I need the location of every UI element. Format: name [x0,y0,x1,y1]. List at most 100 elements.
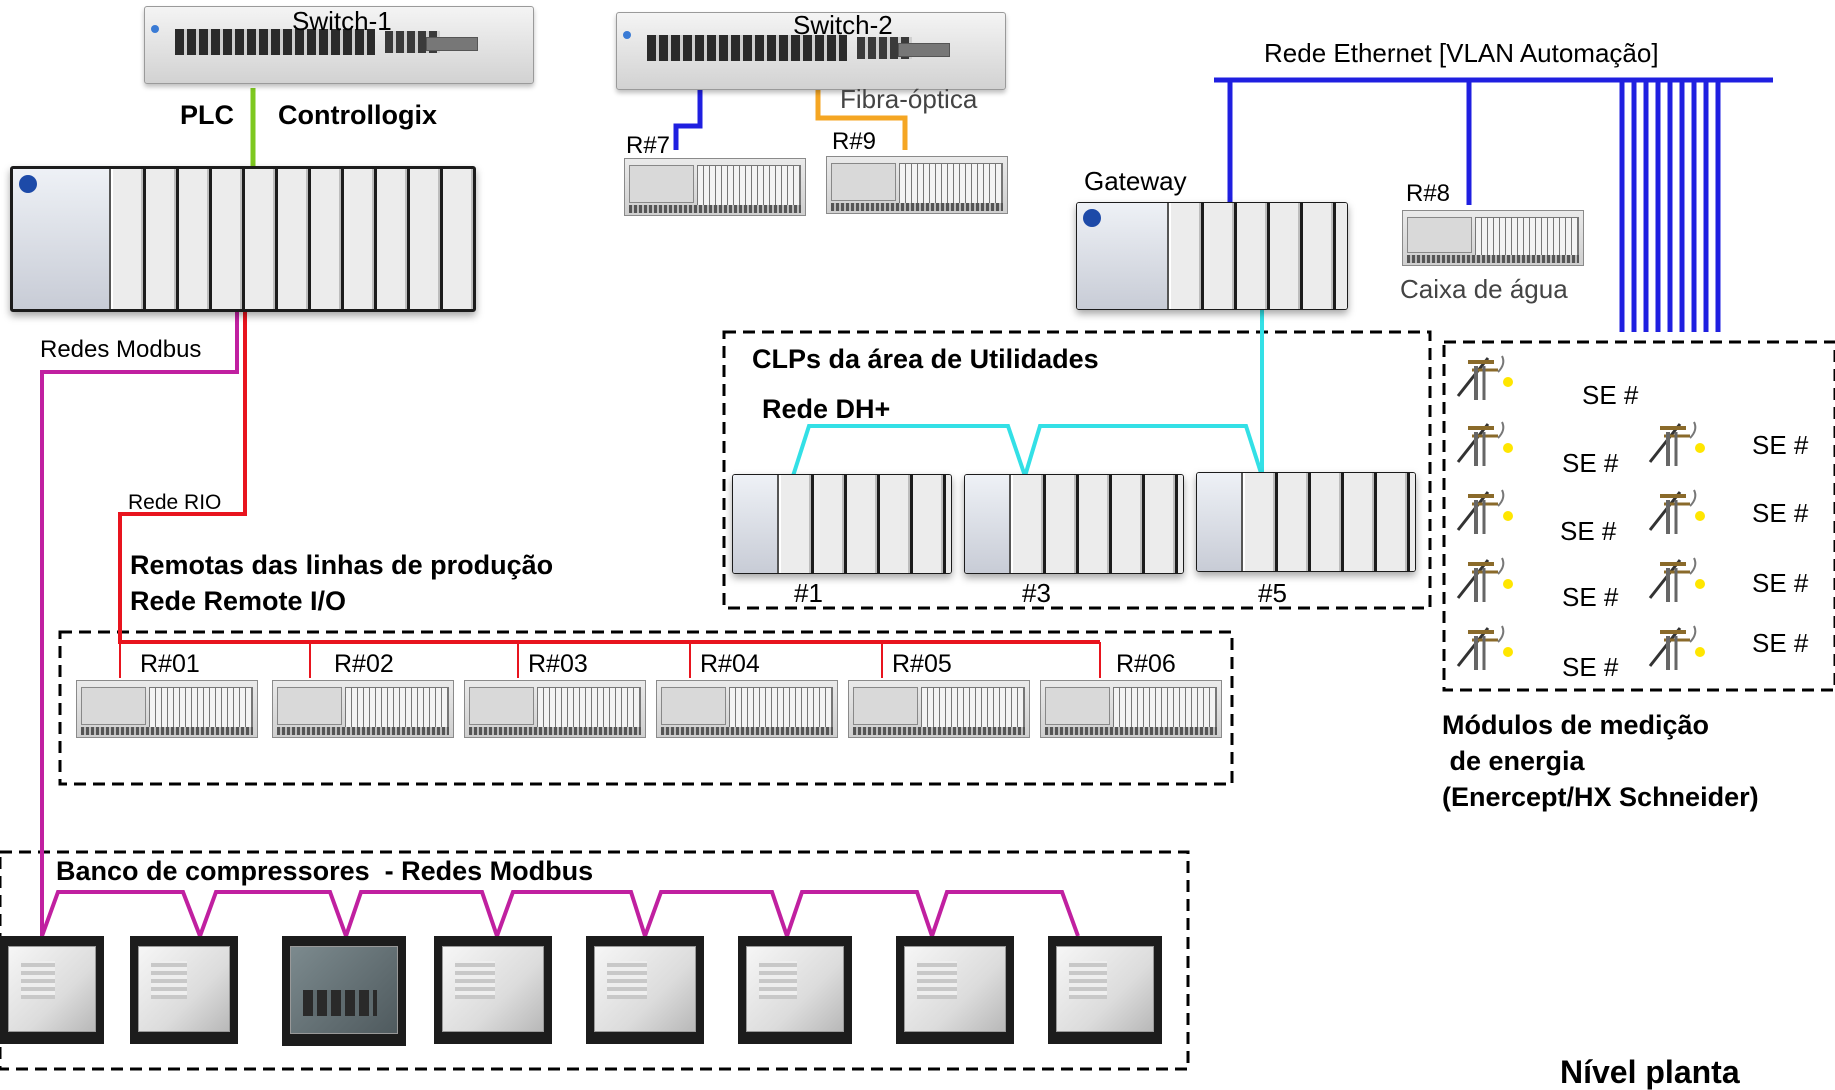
rack-power-supply [733,475,779,573]
r06-label: R#06 [1116,650,1176,678]
io-modules [1475,217,1579,257]
remote-adapter [277,687,342,725]
rack-power-supply [13,169,111,309]
terminal-base [1407,255,1579,263]
remote-r7 [624,158,806,216]
switch-2-label: Switch-2 [793,10,893,40]
status-led [623,31,631,39]
remote-adapter [469,687,534,725]
remotas-group-box [58,630,1234,786]
rack-slots [113,169,473,309]
remote-r01 [76,680,258,738]
terminal-base [469,727,641,735]
modbus-trunk [40,308,239,936]
terminal-base [629,205,801,213]
remote-adapter [853,687,918,725]
terminal-base [1045,727,1217,735]
switch-1 [144,6,534,84]
io-modules [899,163,1003,205]
remotas-subtitle: Rede Remote I/O [130,586,347,616]
rack-power-supply [1197,473,1243,571]
io-modules [921,687,1025,729]
remote-adapter [629,165,694,203]
rio-trunk [118,308,1100,644]
rack-slots [1171,203,1347,309]
caixa-label: Caixa de água [1400,274,1568,304]
r02-label: R#02 [334,650,394,678]
r04-label: R#04 [700,650,760,678]
controllogix-rack [10,166,476,312]
r01-label: R#01 [140,650,200,678]
compressor-cabinet [746,946,844,1032]
se-label: SE # [1562,652,1619,682]
compressor [738,936,852,1044]
compressores-title: Banco de compressores - Redes Modbus [56,856,594,886]
r03-label: R#03 [528,650,588,678]
se-label: SE # [1752,430,1809,460]
remote-r04 [656,680,838,738]
modulos-line-3: (Enercept/HX Schneider) [1442,782,1759,812]
compressores-group-box [0,850,1190,1071]
se-label: SE # [1560,516,1617,546]
gateway-rack [1076,202,1348,310]
ab-logo-icon [19,175,37,193]
remote-r06 [1040,680,1222,738]
remote-r05 [848,680,1030,738]
modulos-line-2: de energia [1442,746,1585,776]
ethernet-ports [647,35,847,61]
remote-adapter [661,687,726,725]
utilidades-plc-5 [1196,472,1416,572]
terminal-base [831,203,1003,211]
switch-2 [616,12,1006,90]
remote-r02 [272,680,454,738]
plc-3-label: #3 [1022,578,1051,608]
rio-drops [119,642,1101,678]
compressor-cabinet [594,946,696,1032]
nivel-label: Nível planta [1560,1054,1740,1090]
remote-r9 [826,156,1008,214]
modbus-chain [40,890,1080,943]
io-modules [697,165,801,207]
io-modules [345,687,449,729]
io-modules [149,687,253,729]
terminal-base [661,727,833,735]
rede-rio-label: Rede RIO [128,491,222,514]
r05-label: R#05 [892,650,952,678]
modulos-line-1: Módulos de medição [1442,710,1710,740]
compressor [896,936,1014,1044]
remotas-title: Remotas das linhas de produção [130,550,554,580]
r7-label: R#7 [626,132,671,159]
se-label: SE # [1562,582,1619,612]
gateway-label: Gateway [1084,166,1187,196]
se-label: SE # [1582,380,1639,410]
terminal-base [853,727,1025,735]
utilidades-plc-3 [964,474,1184,574]
status-led [151,25,159,33]
ab-logo-icon [1083,209,1101,227]
se-ethernet-drops [1619,80,1721,332]
rack-slots [1245,473,1415,571]
se-label: SE # [1752,498,1809,528]
sfp-slots [426,37,478,51]
compressor-cabinet [904,946,1006,1032]
rack-power-supply [965,475,1011,573]
terminal-base [81,727,253,735]
plc-label: PLC [180,100,234,130]
se-label: SE # [1752,628,1809,658]
controllogix-label: Controllogix [278,100,437,130]
rack-power-supply [1077,203,1169,309]
compressor [434,936,552,1044]
rack-slots [1013,475,1183,573]
compressor-cabinet [442,946,544,1032]
plc-1-label: #1 [794,578,823,608]
se-label: SE # [1562,448,1619,478]
compressor [1048,936,1162,1044]
remote-adapter [1045,687,1110,725]
compressor-cabinet [138,946,230,1032]
ethernet-label: Rede Ethernet [VLAN Automação] [1264,38,1659,68]
compressor [130,936,238,1044]
fibra-label: Fibra-óptica [840,84,978,114]
switch-1-label: Switch-1 [292,6,392,36]
remote-adapter [81,687,146,725]
